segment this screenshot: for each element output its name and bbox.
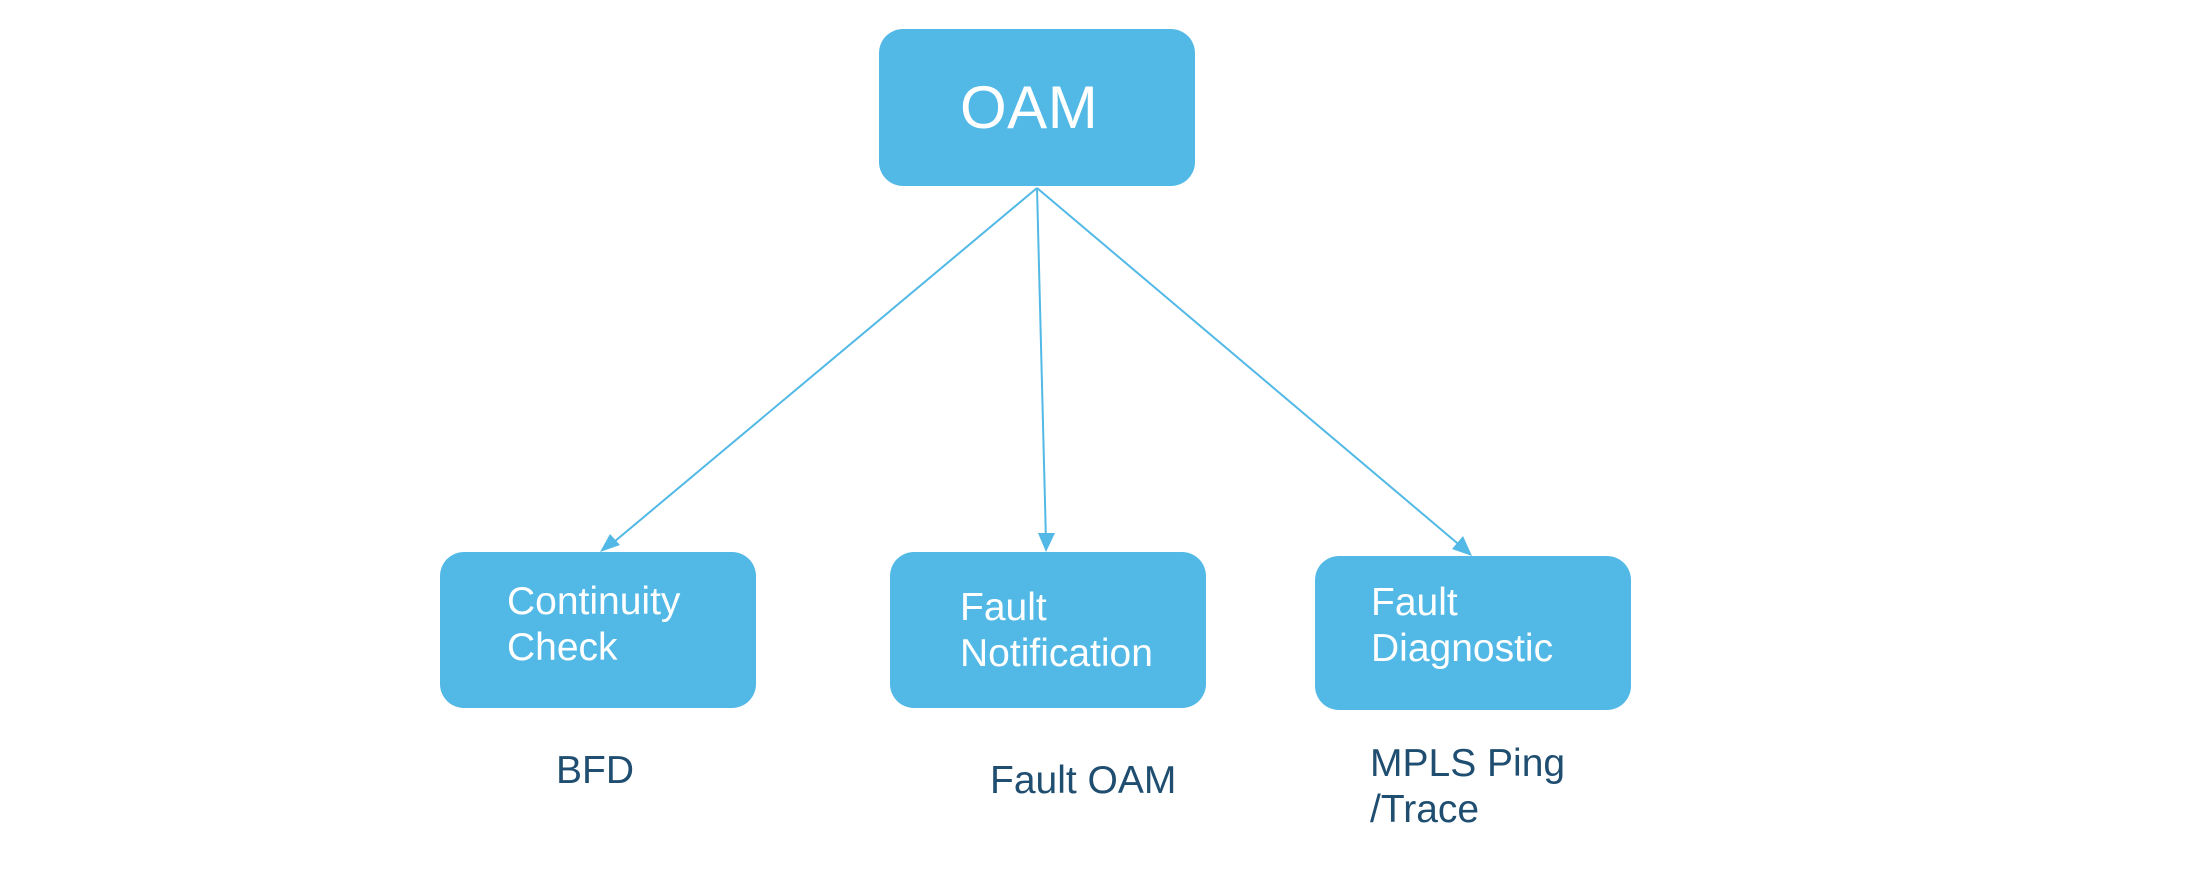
protocol-label-fault-oam: Fault OAM — [990, 759, 1177, 802]
fault-diagnostic-label-line1: Fault — [1371, 581, 1458, 624]
arrowhead-icon — [1452, 536, 1472, 556]
oam-root-node: OAM — [879, 29, 1195, 186]
fault-notification-label-line2: Notification — [960, 632, 1153, 675]
connector-to-fault-notification — [1036, 187, 1055, 552]
fault-notification-protocol: Fault OAM — [990, 758, 1176, 804]
arrowhead-icon — [600, 534, 620, 552]
fault-notification-node: Fault Notification — [890, 552, 1206, 708]
continuity-check-label-line2: Check — [507, 626, 618, 669]
continuity-check-protocol: BFD — [556, 748, 634, 794]
continuity-check-node: Continuity Check — [440, 552, 756, 708]
arrowhead-icon — [1038, 533, 1055, 552]
oam-root-label: OAM — [960, 73, 1099, 141]
protocol-label-bfd: BFD — [556, 749, 634, 792]
connector-to-continuity-check — [600, 187, 1038, 552]
fault-diagnostic-label-line2: Diagnostic — [1371, 627, 1554, 670]
continuity-check-label-line1: Continuity — [507, 580, 681, 623]
fault-diagnostic-protocol: MPLS Ping /Trace — [1370, 741, 1565, 833]
fault-notification-label-line1: Fault — [960, 586, 1047, 629]
fault-diagnostic-node: Fault Diagnostic — [1315, 556, 1631, 710]
protocol-label-trace: /Trace — [1370, 788, 1480, 831]
protocol-label-mpls-ping: MPLS Ping — [1370, 742, 1566, 785]
connector-to-fault-diagnostic — [1036, 187, 1472, 556]
